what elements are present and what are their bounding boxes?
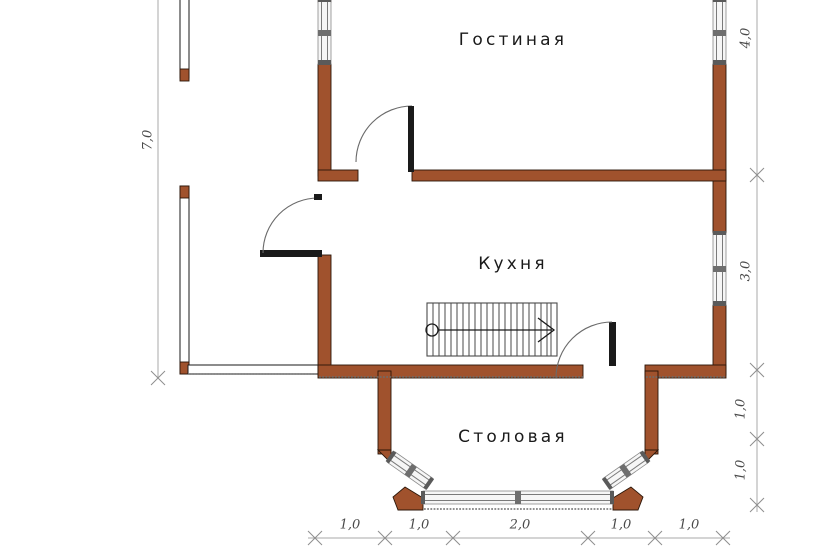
window-bay-bottom xyxy=(421,490,614,505)
dim-label-left-7: 7,0 xyxy=(141,130,156,151)
door-hall-terrace xyxy=(262,194,322,254)
wall-bay-bottom-left-corner xyxy=(392,486,424,511)
door-swing-arc-living xyxy=(355,105,413,163)
wall-left-upper xyxy=(317,63,332,177)
dimension-labels: 7,0 4,0 3,0 1,0 1,0 1,0 1,0 2,0 1,0 1,0 xyxy=(141,28,754,533)
wall-bay-bottom-right-corner xyxy=(612,486,644,511)
room-labels: Гостиная Кухня Столовая xyxy=(458,30,568,447)
dim-label-right-1b: 1,0 xyxy=(734,460,749,481)
dim-label-right-4: 4,0 xyxy=(739,28,754,50)
door-living-hall xyxy=(355,105,414,172)
door-swing-arc-terrace xyxy=(262,197,319,254)
window-living-right xyxy=(712,0,727,65)
wall-bay-right-vertical xyxy=(644,370,659,455)
dim-label-bottom-5: 1,0 xyxy=(679,518,700,533)
window-bay-right xyxy=(601,450,651,490)
terrace-railing xyxy=(179,0,320,375)
windows xyxy=(317,0,727,505)
dim-label-bottom-2: 1,0 xyxy=(409,518,430,533)
wall-partition-living-kitchen xyxy=(411,169,727,182)
dim-label-right-1a: 1,0 xyxy=(734,399,749,420)
staircase-direction-arrow xyxy=(425,317,556,343)
door-leaf-living xyxy=(408,106,414,172)
dim-label-bottom-1: 1,0 xyxy=(340,518,361,533)
dim-label-right-3: 3,0 xyxy=(739,261,754,282)
dim-label-bottom-3: 2,0 xyxy=(509,518,531,533)
window-bay-left xyxy=(385,450,435,490)
wall-right-lower xyxy=(712,304,727,376)
doors xyxy=(262,105,613,379)
wall-hall-threshold xyxy=(260,250,322,257)
room-label-dining: Столовая xyxy=(458,427,568,447)
wall-bay-left-vertical xyxy=(377,370,392,455)
window-living-left xyxy=(317,0,332,65)
staircase xyxy=(425,302,558,357)
room-label-living: Гостиная xyxy=(459,30,567,50)
wall-right-upper xyxy=(712,63,727,234)
dim-label-bottom-4: 1,0 xyxy=(611,518,632,533)
door-swing-arc-kitchen xyxy=(555,321,613,379)
dimension-lines xyxy=(150,0,765,546)
wall-partition-left-nub xyxy=(317,169,359,182)
wall-left-lower xyxy=(317,254,332,376)
window-kitchen-right xyxy=(712,231,727,306)
door-hinge-terrace xyxy=(314,194,322,200)
room-label-kitchen: Кухня xyxy=(478,254,548,274)
door-kitchen-right xyxy=(555,321,613,379)
wall-kitchen-bottom-left xyxy=(317,364,584,379)
door-jamb-kitchen-right xyxy=(609,322,616,366)
